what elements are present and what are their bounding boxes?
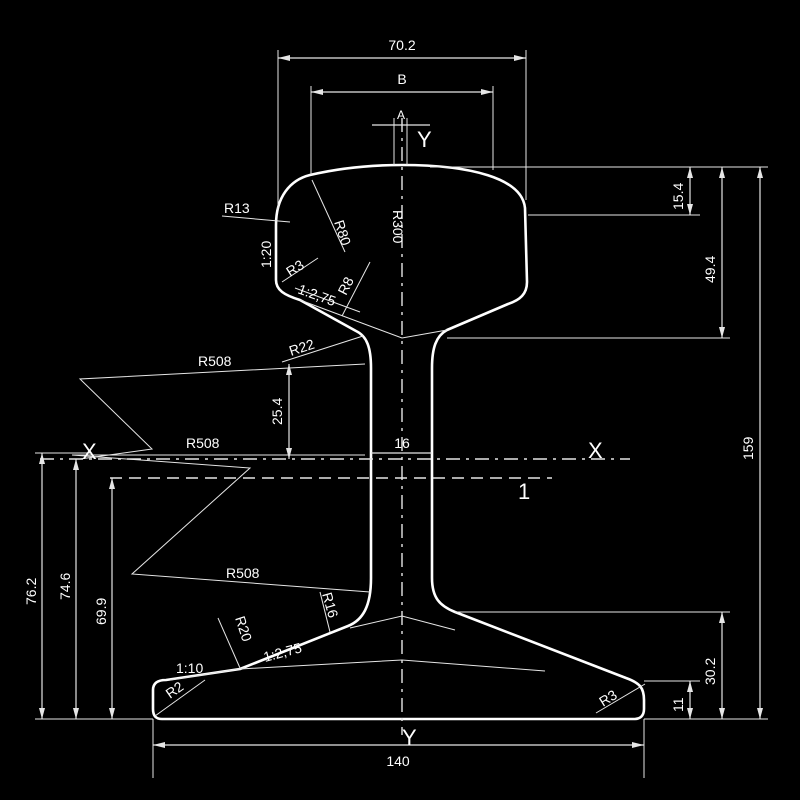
ratio-foot-leader (169, 667, 246, 681)
label-r16: R16 (319, 590, 342, 619)
label-x-left: X (82, 439, 97, 464)
r2-leader (154, 679, 206, 717)
label-74-6: 74.6 (57, 573, 73, 600)
label-y-bottom: Y (402, 725, 417, 750)
r508-mid-leader (71, 454, 371, 593)
label-69-9: 69.9 (93, 598, 109, 625)
label-1-20: 1:20 (258, 241, 274, 268)
r3-head-leader (281, 257, 319, 283)
label-r508-mid: R508 (186, 435, 220, 451)
rail-outline (151, 163, 646, 721)
label-1-2-75-lower: 1:2,75 (262, 639, 304, 665)
r8-leader (341, 261, 371, 317)
label-70-2: 70.2 (388, 37, 415, 53)
label-76-2: 76.2 (23, 578, 39, 605)
label-r2: R2 (163, 678, 187, 701)
label-16: 16 (394, 435, 410, 451)
label-49-4: 49.4 (702, 256, 718, 283)
label-140: 140 (386, 753, 410, 769)
r508-top-leader (78, 363, 366, 460)
r13-leader (221, 215, 291, 223)
foot-inner-line (239, 659, 546, 672)
label-y-top: Y (417, 127, 432, 152)
label-1-2-75-upper: 1:2,75 (296, 281, 338, 309)
label-30-2: 30.2 (702, 658, 718, 685)
label-a: A (397, 108, 405, 122)
r22-leader (281, 335, 364, 363)
ratio-upper-leader (294, 287, 361, 313)
label-r3-head: R3 (283, 256, 307, 279)
label-r80: R80 (331, 218, 354, 248)
label-r22: R22 (287, 336, 317, 359)
label-r20: R20 (232, 614, 255, 644)
label-r8: R8 (334, 274, 356, 297)
r3-foot-leader (595, 683, 646, 714)
label-11: 11 (670, 697, 686, 712)
head-underside-line (299, 299, 448, 339)
r16-leader (319, 591, 331, 633)
r20-leader (217, 617, 241, 669)
label-15-4: 15.4 (670, 183, 686, 210)
label-r300: R300 (390, 210, 406, 244)
label-x-right: X (588, 438, 603, 463)
r80-leader (311, 179, 346, 253)
label-1-10: 1:10 (176, 660, 203, 676)
label-1: 1 (518, 479, 530, 504)
label-r13: R13 (224, 200, 250, 216)
label-b: B (397, 71, 406, 87)
label-25-4: 25.4 (269, 398, 285, 425)
label-r508-bottom: R508 (226, 565, 260, 581)
label-159: 159 (740, 436, 756, 460)
label-r508-top: R508 (198, 353, 232, 369)
label-r3-foot: R3 (596, 686, 620, 709)
